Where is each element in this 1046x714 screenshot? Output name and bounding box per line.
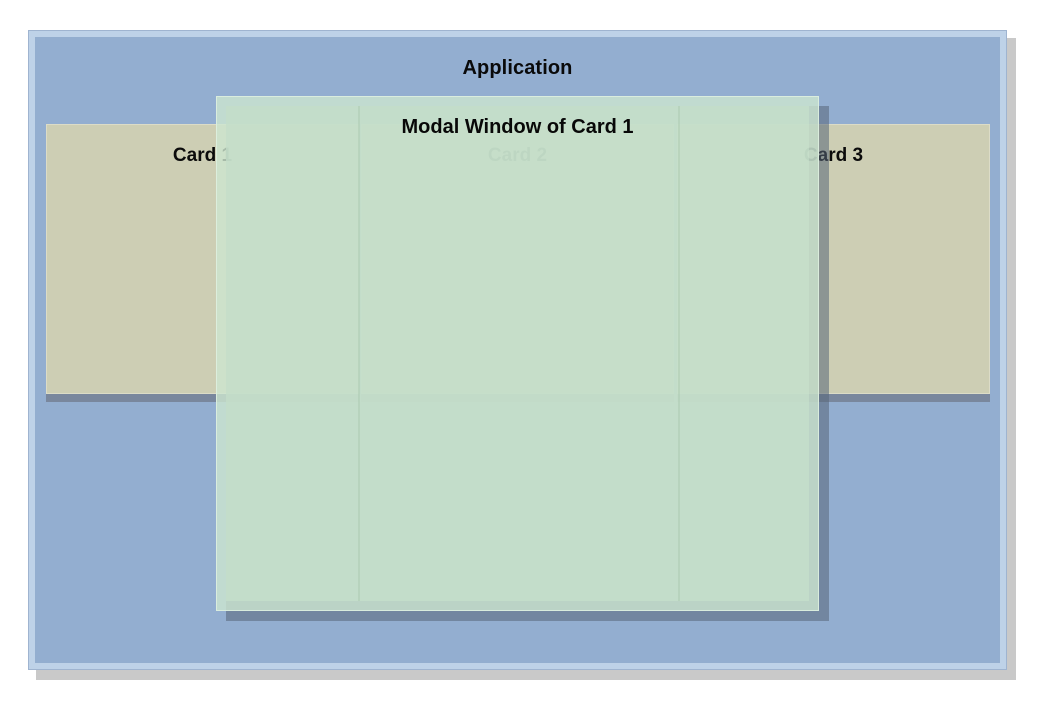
modal-window-body [226,106,809,601]
modal-window-title: Modal Window of Card 1 [401,116,634,138]
modal-window[interactable]: Modal Window of Card 1 [216,96,819,611]
application-title: Application [462,57,573,79]
modal-column-divider-right [678,106,680,601]
modal-column-divider-left [358,106,360,601]
